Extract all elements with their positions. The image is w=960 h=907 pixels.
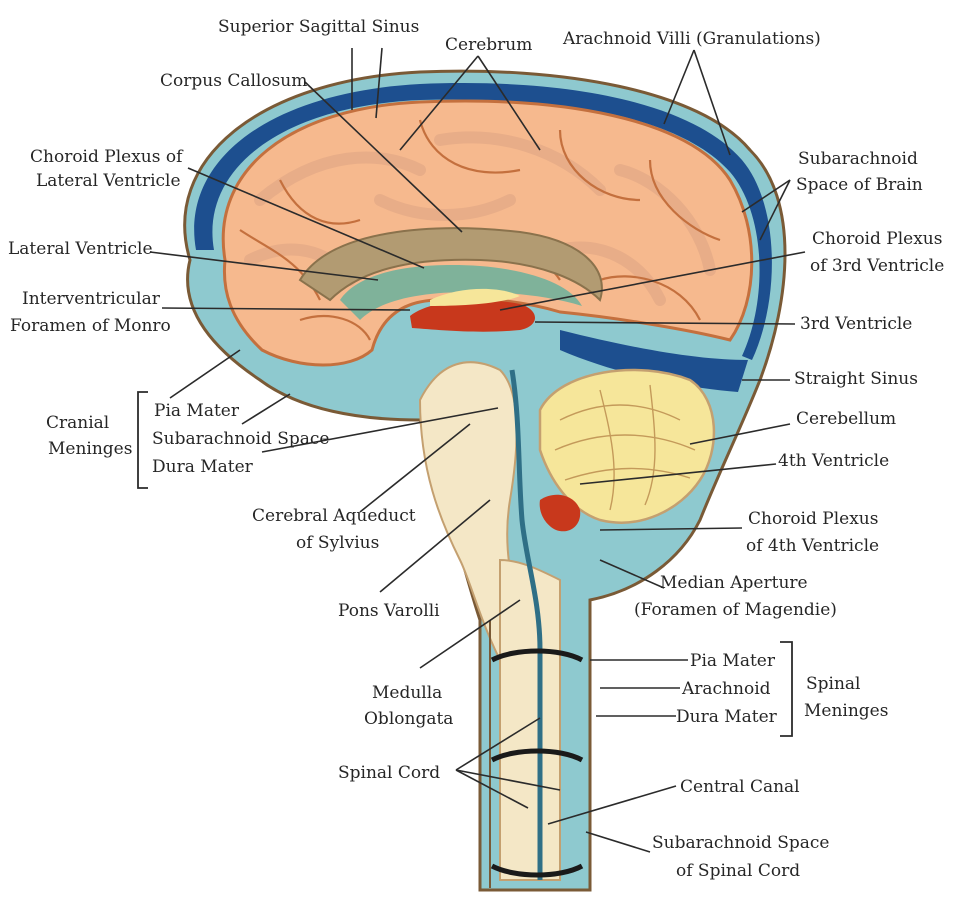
label-pons-varolli: Pons Varolli — [338, 601, 440, 621]
label-choroid-plexus-lateral-line2: Lateral Ventricle — [36, 171, 181, 191]
label-cerebellum: Cerebellum — [796, 409, 897, 429]
label-subarachnoid-spinal-line1: Subarachnoid Space — [652, 833, 830, 853]
label-superior-sagittal-sinus: Superior Sagittal Sinus — [218, 17, 420, 37]
cerebellum-folia — [554, 384, 696, 511]
leader-lines — [149, 47, 806, 853]
label-third-ventricle: 3rd Ventricle — [800, 314, 913, 334]
label-medulla-line1: Medulla — [372, 683, 443, 703]
label-dura-mater-spinal: Dura Mater — [676, 707, 777, 727]
straight-sinus-band — [560, 330, 748, 392]
label-pia-mater-cranial: Pia Mater — [154, 401, 239, 421]
label-choroid-plexus-fourth-line2: of 4th Ventricle — [746, 536, 880, 556]
label-subarachnoid-space-cranial: Subarachnoid Space — [152, 429, 330, 449]
label-subarachnoid-brain-line2: Space of Brain — [796, 175, 923, 195]
label-subarachnoid-spinal-line2: of Spinal Cord — [676, 861, 801, 881]
label-arachnoid-villi: Arachnoid Villi (Granulations) — [563, 29, 821, 49]
label-choroid-plexus-lateral-line1: Choroid Plexus of — [30, 147, 183, 167]
label-choroid-plexus-fourth-line1: Choroid Plexus — [748, 509, 879, 529]
label-cranial-meninges-line2: Meninges — [48, 439, 133, 459]
label-fourth-ventricle: 4th Ventricle — [778, 451, 890, 471]
spinal-arcs — [490, 648, 584, 878]
label-spinal-meninges-line2: Meninges — [804, 701, 889, 721]
central-canal-shape — [509, 369, 543, 880]
cranial-meninges-bracket — [137, 391, 148, 489]
label-choroid-plexus-third-line2: of 3rd Ventricle — [810, 256, 945, 276]
spinal-meninges-bands — [489, 600, 591, 888]
label-straight-sinus: Straight Sinus — [794, 369, 918, 389]
label-interventricular-line2: Foramen of Monro — [10, 316, 171, 336]
label-medulla-line2: Oblongata — [364, 709, 454, 729]
label-pia-mater-spinal: Pia Mater — [690, 651, 775, 671]
label-arachnoid-spinal: Arachnoid — [682, 679, 771, 699]
lateral-ventricle-shape — [340, 265, 582, 320]
label-spinal-meninges-line1: Spinal — [806, 674, 861, 694]
label-cranial-meninges-line1: Cranial — [46, 413, 110, 433]
label-corpus-callosum: Corpus Callosum — [160, 71, 308, 91]
choroid-plexus-yellow — [430, 288, 520, 306]
label-subarachnoid-brain-line1: Subarachnoid — [798, 149, 918, 169]
label-choroid-plexus-third-line1: Choroid Plexus — [812, 229, 943, 249]
spinal-cord-shape — [499, 558, 561, 881]
label-dura-mater-cranial: Dura Mater — [152, 457, 253, 477]
choroid-plexus-fourth-shape — [539, 494, 581, 532]
label-interventricular-line1: Interventricular — [22, 289, 160, 309]
label-cerebral-aqueduct-line2: of Sylvius — [296, 533, 380, 553]
label-cerebral-aqueduct-line1: Cerebral Aqueduct — [252, 506, 416, 526]
label-median-aperture-line1: Median Aperture — [660, 573, 808, 593]
label-cerebrum: Cerebrum — [445, 35, 533, 55]
spinal-meninges-bracket — [780, 641, 793, 737]
label-central-canal: Central Canal — [680, 777, 800, 797]
choroid-plexus-third-shape — [410, 300, 535, 332]
label-lateral-ventricle: Lateral Ventricle — [8, 239, 153, 259]
label-median-aperture-line2: (Foramen of Magendie) — [634, 600, 837, 620]
label-spinal-cord: Spinal Cord — [338, 763, 441, 783]
